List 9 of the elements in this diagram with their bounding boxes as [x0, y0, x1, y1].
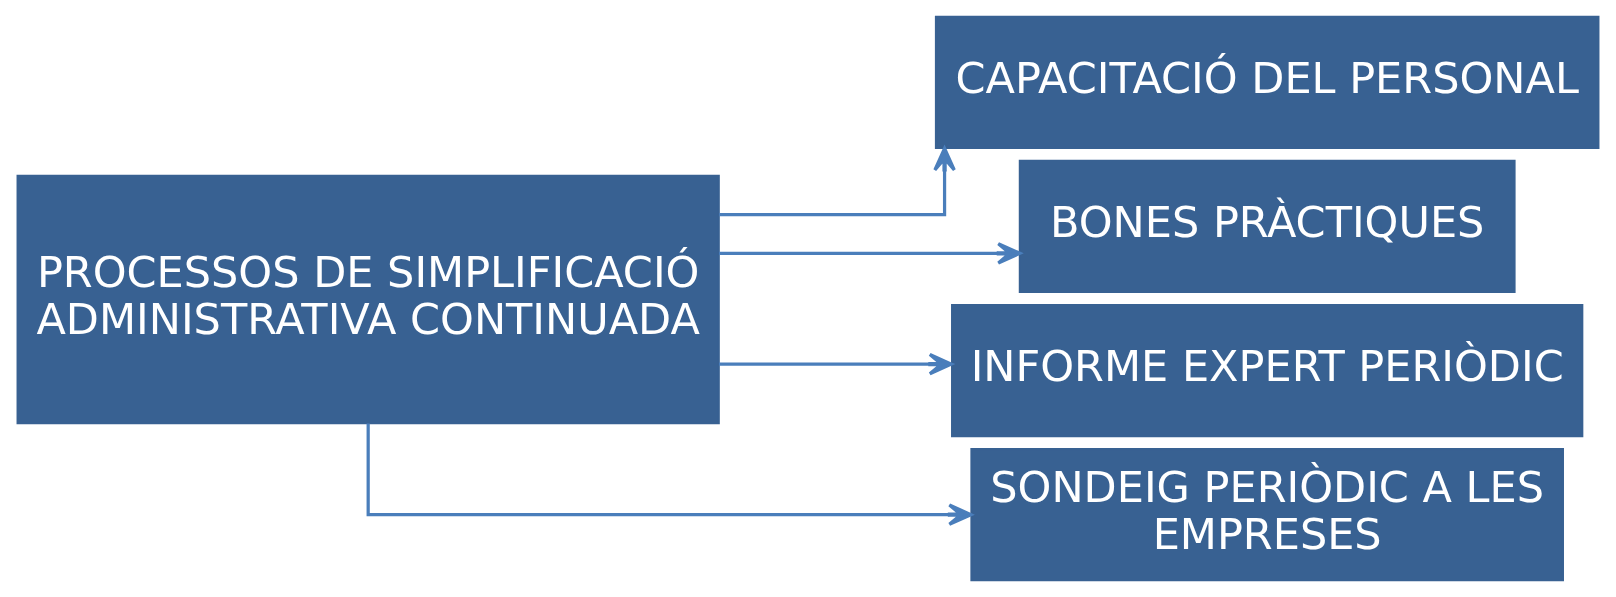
arrow	[719, 146, 956, 217]
arrow	[719, 242, 1022, 265]
node-box: PROCESSOS DE SIMPLIFICACIÓ ADMINISTRATIVA CONTINUADA	[16, 174, 720, 425]
arrow	[719, 352, 954, 376]
node-box: CAPACITACIÓ DEL PERSONAL	[934, 15, 1600, 150]
node-box: INFORME EXPERT PERIÒDIC	[951, 303, 1584, 438]
node-box: SONDEIG PERIÒDIC A LES EMPRESES	[970, 447, 1564, 582]
arrow	[366, 423, 973, 526]
node-box: BONES PRÀCTIQUES	[1018, 159, 1516, 294]
